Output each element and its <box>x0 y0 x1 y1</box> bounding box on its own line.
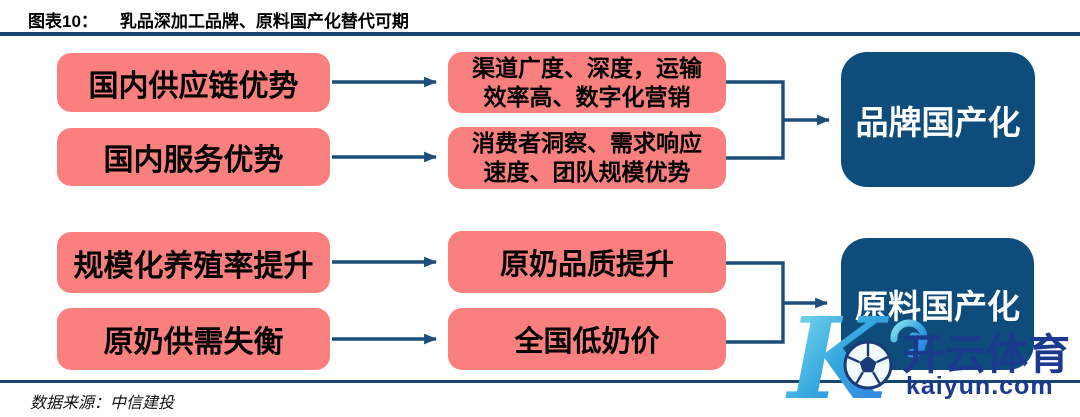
node-consumer-insight-team: 消费者洞察、需求响应 速度、团队规模优势 <box>448 127 726 189</box>
watermark-swirl <box>890 319 928 358</box>
soccer-ball-icon <box>843 340 893 390</box>
bracket-top <box>726 80 785 160</box>
data-source-note: 数据来源：中信建投 <box>30 395 175 412</box>
node-brand-localization: 品牌国产化 <box>841 52 1035 187</box>
watermark-brand-text: 开云体育 <box>902 331 1070 378</box>
footer-rule <box>0 380 1080 383</box>
figure-label: 图表10： <box>28 12 98 31</box>
node-domestic-supply-chain: 国内供应链优势 <box>57 53 330 112</box>
kaiyun-watermark: K 开云体育 kaiyun.com <box>785 294 1070 417</box>
node-scale-farming-rate: 规模化养殖率提升 <box>57 232 330 293</box>
node-label: 原奶供需失衡 <box>103 326 284 359</box>
node-label: 原奶品质提升 <box>499 249 674 281</box>
node-label: 品牌国产化 <box>855 103 1021 141</box>
node-label-line2: 速度、团队规模优势 <box>483 159 691 185</box>
node-label-line1: 消费者洞察、需求响应 <box>472 130 702 156</box>
node-domestic-service: 国内服务优势 <box>57 128 330 186</box>
node-raw-material-localization: 原料国产化 <box>841 238 1034 370</box>
node-label-line1: 渠道广度、深度，运输 <box>472 54 702 81</box>
node-label: 规模化养殖率提升 <box>73 249 314 283</box>
figure-title: 图表10： 乳品深加工品牌、原料国产化替代可期 <box>28 7 409 32</box>
node-label-line2: 效率高、数字化营销 <box>483 83 691 110</box>
node-channel-logistics-marketing: 渠道广度、深度，运输 效率高、数字化营销 <box>448 52 726 113</box>
watermark-domain-text: kaiyun.com <box>906 372 1054 400</box>
bracket-bottom <box>726 261 785 344</box>
node-label: 原料国产化 <box>855 288 1020 325</box>
node-raw-milk-imbalance: 原奶供需失衡 <box>57 308 330 370</box>
figure-title-text: 乳品深加工品牌、原料国产化替代可期 <box>119 12 409 31</box>
header-rule <box>0 32 1080 36</box>
node-label: 全国低奶价 <box>514 326 660 358</box>
node-label: 国内供应链优势 <box>88 69 299 103</box>
node-national-low-milk-price: 全国低奶价 <box>448 308 726 370</box>
node-label: 国内服务优势 <box>103 144 284 177</box>
node-raw-milk-quality: 原奶品质提升 <box>448 231 726 293</box>
